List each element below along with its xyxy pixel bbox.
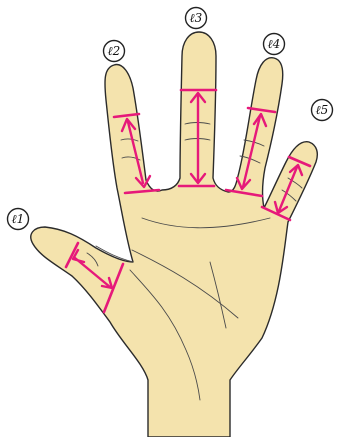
label-l2-text: ℓ2 <box>108 44 121 58</box>
label-l5-text: ℓ5 <box>316 103 329 117</box>
label-l4-text: ℓ4 <box>268 37 281 51</box>
label-l2: ℓ2 <box>104 41 125 62</box>
label-l5: ℓ5 <box>312 100 333 121</box>
hand <box>31 32 318 437</box>
label-l4: ℓ4 <box>264 34 285 55</box>
hand-outline <box>31 32 318 437</box>
label-l1-text: ℓ1 <box>12 212 25 226</box>
label-l1: ℓ1 <box>8 209 29 230</box>
label-l3-text: ℓ3 <box>190 11 203 25</box>
label-l3: ℓ3 <box>186 8 207 29</box>
